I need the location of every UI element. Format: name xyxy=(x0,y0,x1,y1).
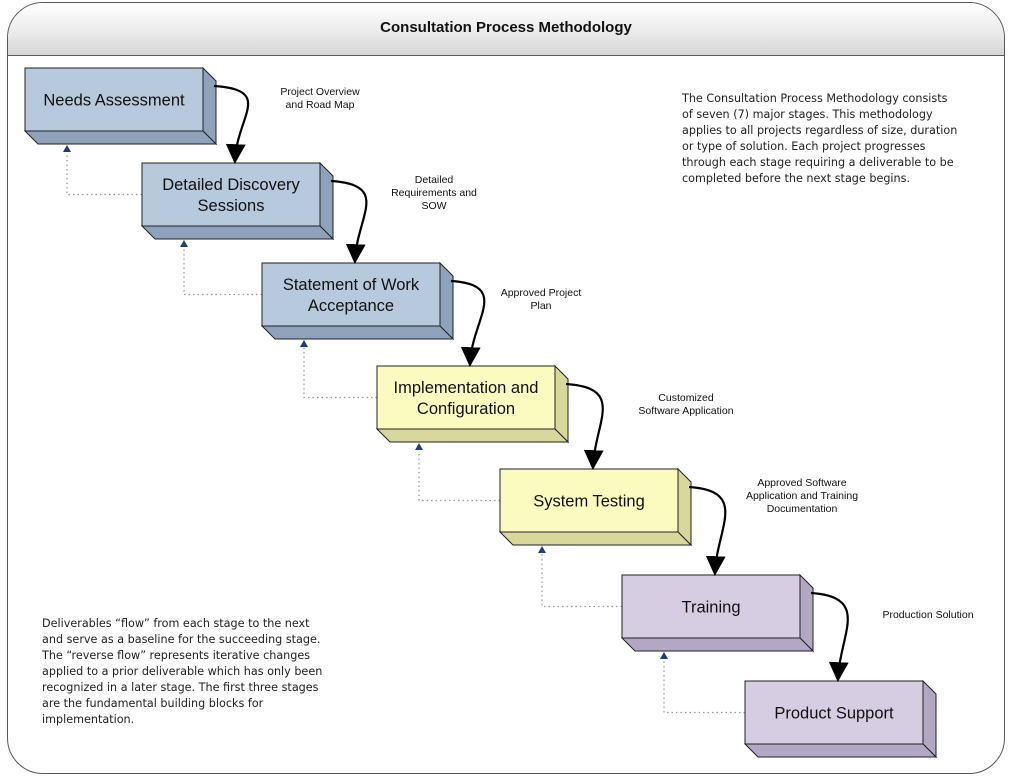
svg-text:Software Application: Software Application xyxy=(638,405,733,417)
stage-box-needs-assessment: Needs Assessment xyxy=(23,66,218,146)
stage-label: Sessions xyxy=(198,197,265,215)
svg-text:Approved Software: Approved Software xyxy=(757,477,846,489)
stage-label: Acceptance xyxy=(308,297,394,315)
reverse-flow-arrowhead-icon xyxy=(300,340,308,347)
svg-text:Application and Training: Application and Training xyxy=(746,490,858,502)
deliverable-flow-arrow xyxy=(810,591,849,682)
deliverable-label: Production Solution xyxy=(882,609,973,621)
title-band: Consultation Process Methodology xyxy=(8,3,1004,56)
svg-text:Project Overview: Project Overview xyxy=(280,86,360,98)
reverse-flow-connector xyxy=(63,145,142,196)
reverse-flow-connector xyxy=(660,652,745,714)
reverse-flow-connector xyxy=(538,546,622,608)
deliverable-flow-arrow xyxy=(565,382,604,470)
reverse-flow-arrowhead-icon xyxy=(180,240,188,247)
svg-text:and Road Map: and Road Map xyxy=(286,99,355,111)
stage-label: Product Support xyxy=(774,705,894,723)
deliverable-flow-arrow xyxy=(213,84,250,164)
reverse-flow-arrowhead-icon xyxy=(415,443,423,450)
methodology-description: The Consultation Process Methodology con… xyxy=(682,92,958,185)
svg-text:Documentation: Documentation xyxy=(767,503,838,515)
stage-box-product-support: Product Support xyxy=(743,679,938,759)
svg-text:SOW: SOW xyxy=(421,200,446,212)
deliverable-flow-arrow xyxy=(330,179,368,264)
reverse-flow-arrowhead-icon xyxy=(660,652,668,659)
svg-text:Plan: Plan xyxy=(530,300,551,312)
diagram-title: Consultation Process Methodology xyxy=(380,19,632,36)
deliverables-flow-description: Deliverables “flow” from each stage to t… xyxy=(42,617,323,726)
svg-text:Requirements and: Requirements and xyxy=(391,187,477,199)
stage-box-training: Training xyxy=(620,573,815,653)
stage-label: System Testing xyxy=(533,493,645,511)
stage-label: Statement of Work xyxy=(283,276,420,294)
svg-text:Production Solution: Production Solution xyxy=(882,609,973,621)
svg-text:Customized: Customized xyxy=(658,392,714,404)
deliverable-flow-arrow xyxy=(450,279,486,367)
svg-text:Detailed: Detailed xyxy=(415,174,454,186)
reverse-flow-arrowhead-icon xyxy=(63,145,71,152)
svg-text:Approved Project: Approved Project xyxy=(501,287,582,299)
reverse-flow-connector xyxy=(300,340,377,399)
stage-label: Needs Assessment xyxy=(43,92,185,110)
stage-label: Implementation and xyxy=(394,379,539,397)
stage-label: Configuration xyxy=(417,400,515,418)
deliverable-flow-arrow xyxy=(688,485,727,576)
stage-box-system-testing: System Testing xyxy=(498,467,693,547)
reverse-flow-connector xyxy=(415,443,500,502)
reverse-flow-connector xyxy=(180,240,262,296)
reverse-flow-arrowhead-icon xyxy=(538,546,546,553)
stage-label: Training xyxy=(682,599,741,617)
stage-label: Detailed Discovery xyxy=(162,176,300,194)
